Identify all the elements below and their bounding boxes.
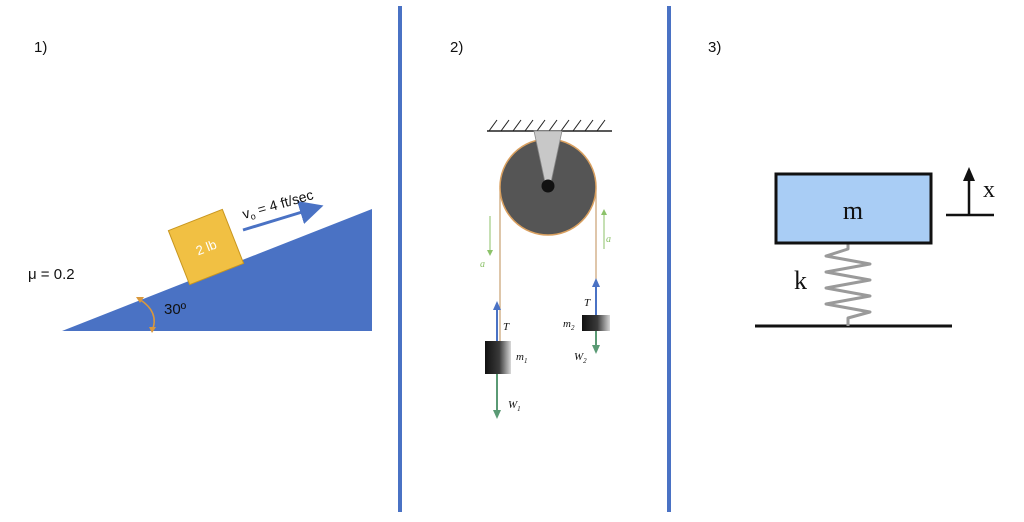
mass-2-label: m2 <box>563 318 575 332</box>
friction-coefficient-label: μ = 0.2 <box>28 266 75 283</box>
ceiling-hatching <box>488 119 606 132</box>
tension-arrow-left-head <box>493 301 501 310</box>
accel-label-left: a <box>480 259 485 270</box>
weight-1-label: W1 <box>508 399 521 413</box>
angle-arc-arrowhead-bottom <box>149 327 156 333</box>
tension-arrow-right-head <box>592 278 600 287</box>
mass-1-label: m1 <box>516 351 527 365</box>
spring-constant-label: k <box>794 266 807 295</box>
accel-label-right: a <box>606 234 611 245</box>
pulley-diagram: a a T m1 W1 T m2 W2 <box>480 119 612 419</box>
mass-block <box>774 172 933 245</box>
mass-1 <box>485 341 511 374</box>
pulley-axle <box>541 179 555 193</box>
block-weight-label: 2 lb <box>194 237 219 259</box>
tension-label-right: T <box>584 297 591 309</box>
accel-arrow-left-head <box>487 250 493 256</box>
incline-diagram: μ = 0.2 2 lb vo = 4 ft/sec 30º <box>28 186 372 333</box>
weight-2-label: W2 <box>574 351 587 365</box>
displacement-arrow-head <box>963 167 975 181</box>
accel-arrow-right-head <box>601 209 607 215</box>
weight-arrow-1-head <box>493 410 501 419</box>
panel-1-label: 1) <box>34 39 47 56</box>
spring <box>824 244 872 326</box>
block-2lb <box>167 208 245 286</box>
panel-3-label: 3) <box>708 39 721 56</box>
tension-label-left: T <box>503 321 510 333</box>
incline-angle-label: 30º <box>164 301 187 318</box>
spring-mass-diagram: k m x <box>755 167 995 328</box>
weight-arrow-2-head <box>592 345 600 354</box>
mass-2 <box>582 315 610 331</box>
displacement-label: x <box>983 177 995 203</box>
panel-2-label: 2) <box>450 39 463 56</box>
mass-block-label: m <box>843 196 863 225</box>
velocity-arrow <box>242 201 324 232</box>
angle-arc-arrowhead-top <box>136 297 144 303</box>
